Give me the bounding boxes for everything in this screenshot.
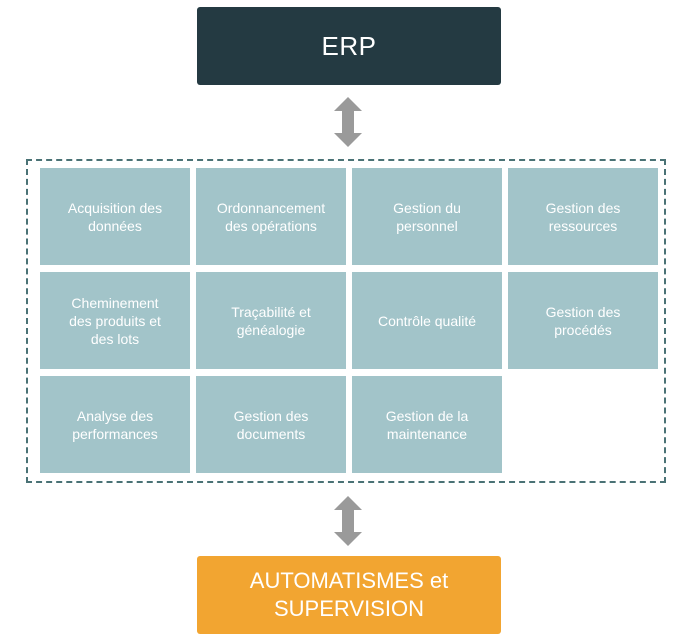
double-arrow-icon bbox=[334, 496, 362, 546]
module-tracabilite: Traçabilité et généalogie bbox=[196, 272, 346, 369]
module-grid: Acquisition des données Ordonnancement d… bbox=[40, 168, 658, 473]
module-maintenance: Gestion de la maintenance bbox=[352, 376, 502, 473]
erp-label: ERP bbox=[321, 30, 377, 61]
module-documents: Gestion des documents bbox=[196, 376, 346, 473]
automation-label: AUTOMATISMES et SUPERVISION bbox=[249, 568, 449, 621]
module-personnel: Gestion du personnel bbox=[352, 168, 502, 265]
module-qualite: Contrôle qualité bbox=[352, 272, 502, 369]
double-arrow-icon bbox=[334, 97, 362, 147]
mes-frame bbox=[26, 159, 666, 483]
module-ordonnancement: Ordonnancement des opérations bbox=[196, 168, 346, 265]
erp-box: ERP bbox=[197, 7, 501, 85]
module-ressources: Gestion des ressources bbox=[508, 168, 658, 265]
module-procedes: Gestion des procédés bbox=[508, 272, 658, 369]
module-cheminement: Cheminement des produits et des lots bbox=[40, 272, 190, 369]
automation-box: AUTOMATISMES et SUPERVISION bbox=[197, 556, 501, 634]
module-performances: Analyse des performances bbox=[40, 376, 190, 473]
module-acquisition: Acquisition des données bbox=[40, 168, 190, 265]
